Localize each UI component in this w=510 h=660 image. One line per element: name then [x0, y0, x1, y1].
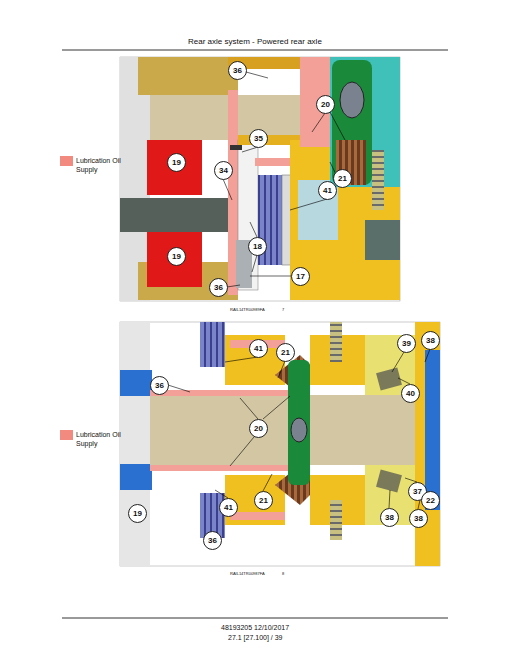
footer-text: 27.1 [27.100] / 39 — [228, 634, 283, 641]
callout-number: 39 — [397, 334, 416, 353]
callout-number: 19 — [128, 504, 147, 523]
callout-number: 21 — [254, 491, 273, 510]
figure-code: RAIL14TR00987FA — [230, 571, 265, 576]
callout-number: 20 — [316, 95, 335, 114]
page-header: Rear axle system - Powered rear axle — [188, 37, 322, 46]
callout-number: 22 — [421, 491, 440, 510]
callout-number: 36 — [150, 376, 169, 395]
callout-number: 36 — [203, 531, 222, 550]
callout-number: 41 — [219, 498, 238, 517]
callout-number: 36 — [209, 278, 228, 297]
callout-number: 21 — [276, 343, 295, 362]
callout-number: 41 — [249, 339, 268, 358]
callout-number: 17 — [291, 267, 310, 286]
callout-number: 19 — [167, 153, 186, 172]
callout-number: 38 — [421, 331, 440, 350]
figure-code: 7 — [282, 307, 284, 312]
legend-text: Lubrication Oil Supply — [76, 430, 128, 448]
callout-number: 41 — [318, 181, 337, 200]
callout-number: 35 — [249, 129, 268, 148]
figure-code: 8 — [282, 571, 284, 576]
legend-swatch — [60, 156, 73, 166]
callout-number: 36 — [228, 61, 247, 80]
callout-number: 18 — [248, 237, 267, 256]
footer-text: 48193205 12/10/2017 — [221, 624, 289, 631]
callout-number: 19 — [167, 247, 186, 266]
callout-number: 40 — [401, 384, 420, 403]
callout-number: 34 — [214, 161, 233, 180]
legend-swatch — [60, 430, 73, 440]
legend-text: Lubrication Oil Supply — [76, 156, 128, 174]
callout-number: 38 — [380, 508, 399, 527]
callout-number: 20 — [249, 419, 268, 438]
callout-number: 38 — [409, 509, 428, 528]
figure-code: RAIL14TR00989FA — [230, 307, 265, 312]
